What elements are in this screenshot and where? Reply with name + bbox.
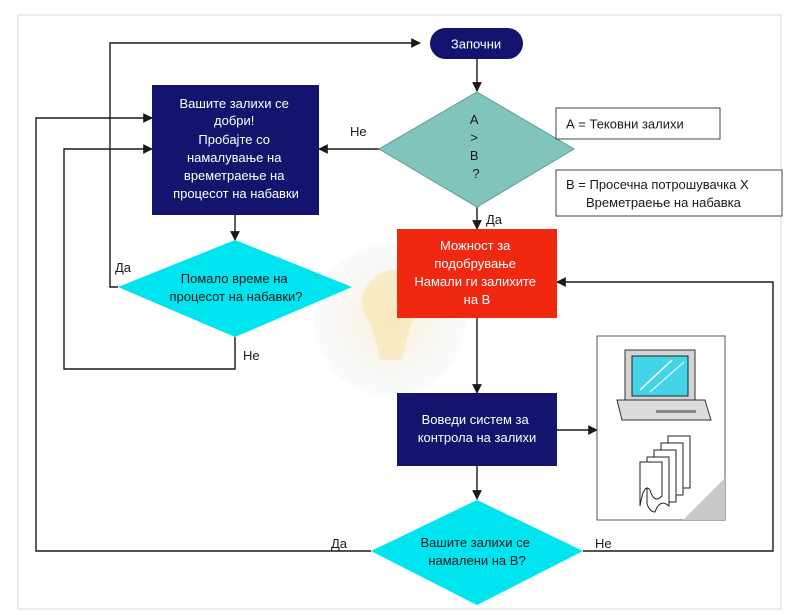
box-good-line-4: намалување на — [187, 150, 282, 165]
box-good-line-2: добри! — [214, 113, 254, 128]
decision-ab-line-3: В — [470, 148, 479, 163]
box-improve-line-4: на В — [464, 292, 491, 307]
box-system-line-1: Воведи систем за — [422, 412, 530, 427]
box-good-line-3: Пробајте со — [198, 132, 270, 147]
box-improve-line-2: подобрување — [434, 256, 516, 271]
start-terminal: Започни — [430, 28, 523, 59]
svg-text:Можност за подобрување: Можност за подобрување Намали ги залихит… — [414, 238, 539, 307]
box-good-line-5: времетраење на — [184, 168, 285, 183]
legend-b: В = Просечна потрошувачка Х Времетраење … — [555, 169, 783, 217]
page-curl-corner — [683, 478, 725, 520]
decision-reduced-line-1: Вашите залихи се — [420, 535, 529, 550]
computer-icon — [616, 349, 712, 421]
box-good-line-1: Вашите залихи се — [179, 96, 288, 111]
decision-less-time: Помало време на процесот на набавки? — [118, 240, 352, 337]
label-time-no: Не — [243, 348, 260, 363]
svg-text:В = Просечна потрошувачка Х: В = Просечна потрошувачка Х Времетраење … — [566, 177, 752, 210]
svg-text:Вашите залихи се добри!: Вашите залихи се добри! Пробајте со нама… — [173, 96, 299, 201]
decision-stocks-reduced: Вашите залихи се намалени на В? — [371, 500, 583, 605]
decision-ab-line-1: А — [470, 112, 479, 127]
decision-time-line-1: Помало време на — [181, 271, 289, 286]
legend-b-line-2: Времетраење на набавка — [586, 195, 742, 210]
box-improve-line-3: Намали ги залихите — [414, 274, 536, 289]
label-ab-yes: Да — [486, 212, 503, 227]
decision-a-greater-b: А > В ? — [378, 91, 575, 208]
box-inventory-system: Воведи систем за контрола на залихи — [397, 393, 557, 466]
legend-a: А = Тековни залихи — [555, 107, 721, 140]
box-stocks-good: Вашите залихи се добри! Пробајте со нама… — [152, 85, 319, 215]
arrow-time-no — [63, 144, 236, 370]
decision-ab-line-2: > — [470, 130, 478, 145]
svg-text:А > В ?: А > В ? — [470, 112, 482, 181]
label-reduced-yes: Да — [331, 536, 348, 551]
arrow-time-yes — [109, 38, 421, 288]
connectors — [35, 38, 774, 552]
decision-ab-line-4: ? — [472, 166, 479, 181]
box-system-line-2: контрола на залихи — [418, 430, 537, 445]
computer-documents-image — [596, 335, 726, 521]
decision-reduced-line-2: намалени на В? — [428, 553, 525, 568]
svg-text:Воведи систем за контрол: Воведи систем за контрола на залихи — [418, 412, 537, 445]
label-time-yes: Да — [115, 260, 132, 275]
label-reduced-no: Не — [595, 536, 612, 551]
box-improve-line-1: Можност за — [440, 238, 511, 253]
box-improvement: Можност за подобрување Намали ги залихит… — [397, 229, 557, 318]
svg-text:Помало време на процесот: Помало време на процесот на набавки? — [169, 271, 302, 304]
decision-time-line-2: процесот на набавки? — [169, 289, 302, 304]
label-ab-no: Не — [350, 124, 367, 139]
legend-b-line-1: В = Просечна потрошувачка Х — [566, 177, 749, 192]
documents-icon — [639, 435, 691, 513]
arrow-reduced-no — [556, 277, 774, 552]
legend-a-text: А = Тековни залихи — [566, 117, 684, 132]
start-label: Започни — [451, 37, 501, 52]
box-good-line-6: процесот на набавки — [173, 186, 299, 201]
arrow-reduced-yes — [35, 113, 371, 552]
svg-text:Вашите залихи се намален: Вашите залихи се намалени на В? — [420, 535, 533, 568]
outer-frame — [17, 14, 782, 610]
